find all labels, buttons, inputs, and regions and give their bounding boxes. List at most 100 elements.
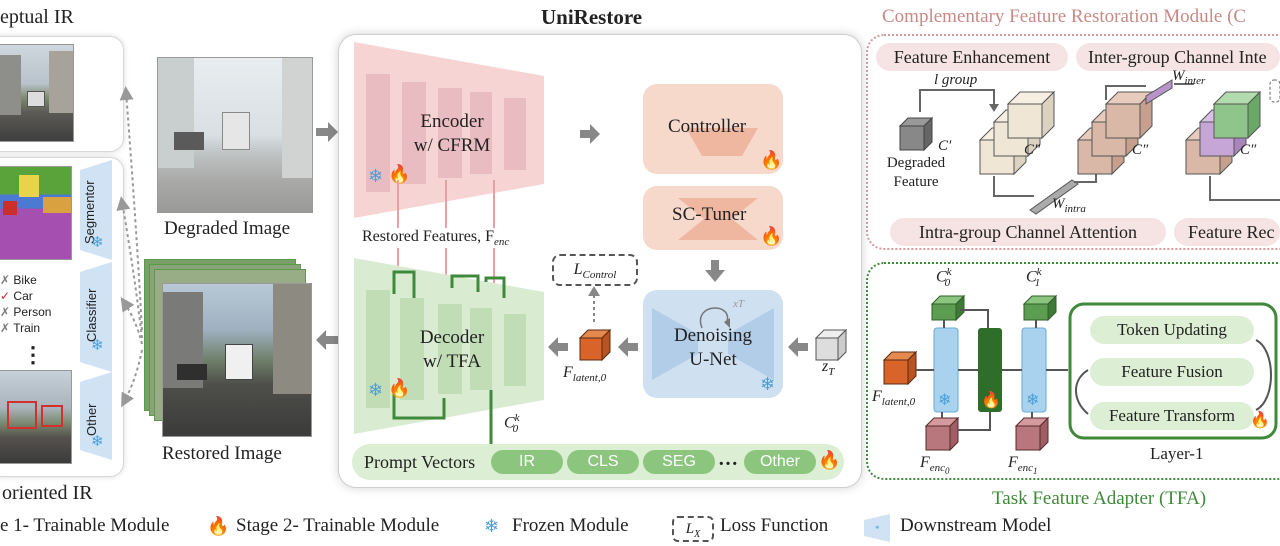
legend-stage1: e 1- Trainable Module (0, 515, 170, 536)
legend-loss: Loss Function (720, 515, 829, 536)
encoder-label: Encoder w/ CFRM (404, 110, 500, 158)
snowflake-icon: ❄ (91, 235, 104, 251)
segmentation-map (0, 166, 72, 260)
arrow-flatent-decoder (548, 337, 568, 357)
zt-cube (814, 328, 848, 362)
degraded-image-label: Degraded Image (164, 218, 291, 239)
c-prime-label: C′ (938, 138, 952, 154)
decoder-line1: Decoder (419, 327, 485, 348)
degraded-feature-line1: Degraded (886, 155, 946, 171)
snowflake-icon: ❄ (1026, 392, 1040, 409)
c-dprime-label: C″ (1240, 142, 1257, 158)
prompt-ellipsis: … (718, 448, 738, 470)
restored-features-label: Restored Features, Fenc (362, 228, 510, 249)
tfa-c0k-label: Ck0 (936, 266, 952, 289)
unet-line1: Denoising (673, 325, 753, 346)
unet-line2: U-Net (689, 349, 737, 370)
tfa-f-latent-label: Flatent,0 (872, 388, 916, 409)
left-bottom-title: oriented IR (2, 482, 93, 504)
c-dprime-label: C″ (1024, 142, 1041, 158)
class-list: ✗ Bike ✓ Car ✗ Person ✗ Train (0, 272, 70, 336)
unirestore-title: UniRestore (541, 5, 643, 29)
snowflake-icon: ❄ (760, 374, 776, 394)
snowflake-icon: ❄ (368, 166, 384, 186)
degraded-feature-line2: Feature (893, 174, 939, 190)
token-updating-pill: Token Updating (1090, 316, 1254, 344)
flame-icon: 🔥 (207, 516, 230, 536)
layer-label: Layer-1 (1150, 444, 1204, 463)
legend-frozen: Frozen Module (512, 515, 629, 536)
snowflake-icon: ❄ (91, 434, 104, 450)
flame-icon: 🔥 (818, 450, 841, 470)
decoder-line2: w/ TFA (423, 351, 481, 372)
inter-group-pill: Inter-group Channel Inte (1076, 43, 1280, 71)
decoder-block (354, 258, 544, 434)
snowflake-icon: ❄ (484, 516, 500, 536)
arrow-unet-flatent (618, 337, 638, 357)
dotted-arrows (116, 86, 143, 408)
snowflake-icon: ❄ (938, 392, 952, 409)
flow-arrows-left (316, 122, 338, 350)
arrow-zt-unet (788, 337, 808, 357)
f-latent-label: Flatent,0 (563, 364, 607, 385)
flame-icon: 🔥 (981, 392, 1001, 409)
legend-loss-symbol: LX (672, 516, 714, 542)
decoder-label: Decoder w/ TFA (404, 326, 500, 374)
arrow-tuner-unet (705, 260, 725, 282)
prompt-cls: CLS (567, 450, 639, 474)
class-item: ✓ Car (0, 289, 33, 303)
prompt-ir: IR (491, 450, 563, 474)
tfa-f-enc0-label: Fenc0 (920, 454, 950, 477)
intra-group-pill: Intra-group Channel Attention (890, 218, 1166, 246)
snowflake-icon: ❄ (91, 338, 104, 354)
legend-stage2: Stage 2- Trainable Module (236, 515, 440, 536)
controller-shape (686, 128, 758, 156)
encoder-block (354, 42, 544, 218)
class-item: ✗ Person (0, 305, 52, 319)
restored-image (162, 283, 312, 437)
cfrm-panel (866, 34, 1280, 250)
dashed-arrow-loss (588, 286, 600, 322)
downstream-model-icon: * (864, 514, 890, 542)
w-intra-label: Wintra (1052, 196, 1086, 215)
c0k-label: Ck0 (504, 412, 520, 435)
cfrm-title: Complementary Feature Restoration Module… (882, 6, 1247, 27)
detection-output-image (0, 370, 72, 464)
f-latent-cube (578, 328, 612, 362)
l-group-label: l group (934, 72, 978, 88)
degraded-image (157, 57, 313, 213)
unet-shape (652, 307, 774, 380)
feature-enhancement-pill: Feature Enhancement (876, 43, 1068, 71)
arrow-enc-controller (580, 124, 600, 144)
controller-label: Controller (668, 116, 747, 137)
tfa-f-enc1-label: Fenc1 (1008, 454, 1038, 477)
zt-label: zT (822, 358, 835, 379)
feature-transform-pill: Feature Transform (1090, 402, 1254, 430)
feature-rec-pill: Feature Rec (1174, 218, 1280, 246)
restored-image-label: Restored Image (162, 443, 282, 464)
sc-tuner-shape (678, 198, 758, 240)
encoder-line2: w/ CFRM (413, 135, 491, 156)
flame-icon: 🔥 (760, 226, 783, 246)
tfa-panel (866, 262, 1280, 480)
legend-downstream: Downstream Model (900, 515, 1052, 536)
prompt-vectors-label: Prompt Vectors (364, 452, 476, 472)
flame-icon: 🔥 (760, 150, 783, 170)
tfa-c1k-label: Ck1 (1026, 266, 1042, 289)
c-dprime-label: C″ (1132, 142, 1149, 158)
prompt-connector (489, 390, 493, 446)
left-top-title: eptual IR (0, 6, 74, 28)
xt-label: xT (733, 298, 744, 310)
class-item: ✗ Train (0, 321, 41, 335)
tfa-title: Task Feature Adapter (TFA) (992, 488, 1207, 509)
snowflake-icon: ❄ (368, 380, 384, 400)
unet-label: Denoising U-Net (658, 324, 768, 372)
perceptual-output-image (0, 44, 74, 142)
flame-icon: 🔥 (1250, 412, 1270, 429)
downstream-models (80, 160, 112, 460)
prompt-seg: SEG (643, 450, 715, 474)
vertical-ellipsis: ⋮ (22, 342, 44, 367)
flame-icon: 🔥 (388, 164, 411, 184)
sc-tuner-label: SC-Tuner (672, 204, 747, 225)
cfrm-diagram (898, 79, 1280, 215)
